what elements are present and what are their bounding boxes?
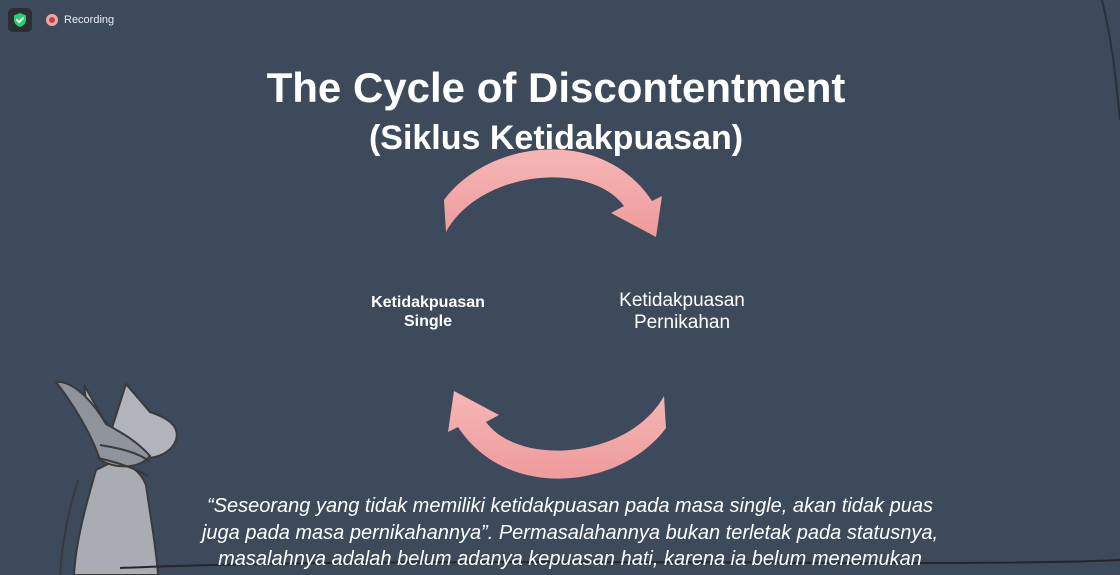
- security-button[interactable]: [8, 8, 32, 32]
- label-pernikahan: Ketidakpuasan Pernikahan: [590, 290, 774, 334]
- cycle-arrow-top: [444, 149, 662, 237]
- meeting-toolbar: Recording: [8, 8, 114, 32]
- quote-line-3: masalahnya adalah belum adanya kepuasan …: [218, 548, 922, 570]
- slide-title: The Cycle of Discontentment: [266, 64, 846, 111]
- cycle-arrow-bottom: [448, 391, 666, 479]
- label-single: Ketidakpuasan Single: [348, 293, 508, 331]
- slide-quote: “Seseorang yang tidak memiliki ketidakpu…: [140, 493, 1000, 573]
- record-dot-icon: [46, 14, 58, 26]
- label-single-line-1: Ketidakpuasan: [371, 294, 485, 311]
- label-pernikahan-line-1: Ketidakpuasan: [619, 290, 745, 311]
- label-single-line-2: Single: [403, 313, 452, 330]
- shield-check-icon: [14, 13, 26, 27]
- quote-line-2: juga pada masa pernikahannya”. Permasala…: [201, 521, 939, 544]
- label-pernikahan-line-2: Pernikahan: [633, 312, 731, 333]
- recording-indicator[interactable]: Recording: [46, 14, 114, 26]
- recording-label: Recording: [64, 14, 115, 26]
- quote-line-1: “Seseorang yang tidak memiliki ketidakpu…: [207, 495, 933, 517]
